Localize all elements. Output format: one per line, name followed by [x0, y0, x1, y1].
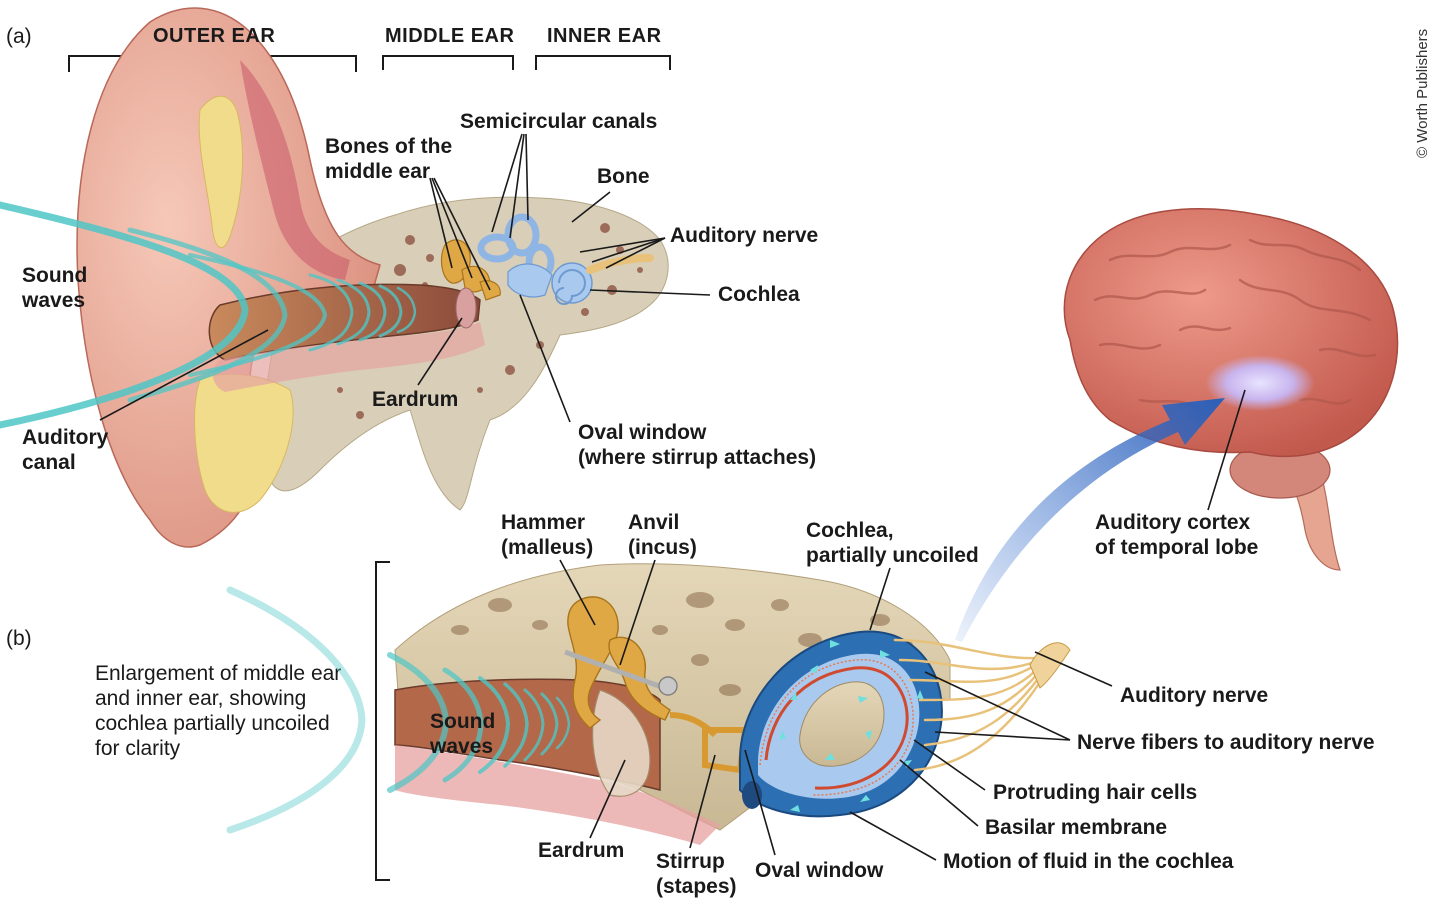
inner-ear-bracket — [535, 55, 671, 70]
auditory-nerve-leaders-a — [579, 237, 666, 269]
round-window-b — [742, 781, 762, 809]
hair-cells-label: Protruding hair cells — [993, 781, 1197, 804]
caption-line-1: Enlargement of middle ear — [95, 662, 341, 685]
hammer-label-line2: (malleus) — [501, 536, 593, 559]
caption-line-4: for clarity — [95, 737, 181, 760]
oval-window-label-a-line2: (where stirrup attaches) — [578, 446, 816, 469]
eardrum-label-b: Eardrum — [538, 839, 624, 862]
sound-waves-label-a-line1: Sound — [22, 264, 87, 287]
bones-middle-ear-label-line2: middle ear — [325, 160, 430, 183]
nerve-fibers-leaders — [924, 671, 1071, 741]
oval-window-leader-b — [744, 749, 776, 856]
stirrup-leader — [689, 754, 716, 849]
cochlea-leader-a — [589, 289, 711, 296]
cerebrum — [1063, 208, 1399, 458]
bone-leader — [571, 191, 611, 223]
auditory-nerve-b — [893, 638, 1050, 772]
auditory-cortex-leader — [1207, 389, 1246, 511]
nerve-fibers-label: Nerve fibers to auditory nerve — [1077, 731, 1375, 754]
sound-waves-b — [226, 586, 571, 834]
caption-line-2: and inner ear, showing — [95, 687, 306, 710]
fluid-motion-label: Motion of fluid in the cochlea — [943, 850, 1234, 873]
eardrum-leader-a — [417, 317, 463, 386]
panel-b: (b) Enlargement of middle ear and inner … — [6, 511, 1375, 898]
basilar-membrane-label: Basilar membrane — [985, 816, 1167, 839]
sound-waves-label-b-line2: waves — [429, 735, 493, 758]
ossicles-b — [564, 596, 749, 774]
panel-b-bracket — [375, 561, 390, 881]
auditory-canal-label-line2: canal — [22, 451, 76, 474]
cochlea-a — [507, 262, 593, 305]
stirrup-label-line2: (stapes) — [656, 875, 737, 898]
oval-window-label-a-line1: Oval window — [578, 421, 707, 444]
outer-ear-heading: OUTER EAR — [153, 25, 275, 47]
fluid-motion-leader — [849, 811, 937, 861]
auditory-canal-leader — [99, 329, 269, 421]
basilar-membrane-leader — [899, 759, 979, 827]
semicircular-leaders — [491, 133, 529, 239]
canal-lining-b — [395, 745, 720, 845]
bone-pores-b — [451, 592, 913, 696]
anvil-leader — [619, 559, 656, 666]
panel-a-letter: (a) — [6, 25, 32, 48]
stirrup-label-line1: Stirrup — [656, 850, 725, 873]
ear-muscle — [240, 60, 350, 280]
fluid-flow-arrows — [780, 640, 924, 812]
eardrum-leader-b — [589, 759, 626, 839]
cochlea-label-a: Cochlea — [718, 283, 800, 306]
eardrum-label-a: Eardrum — [372, 388, 458, 411]
auditory-cortex-highlight — [1205, 355, 1315, 411]
inner-ear-heading: INNER EAR — [547, 25, 662, 47]
cochlea-core — [799, 681, 885, 767]
cochlea-uncoiled-label-line1: Cochlea, — [806, 519, 894, 542]
eardrum-b — [592, 689, 651, 797]
bones-leaders — [429, 177, 491, 291]
ossicles-a — [440, 239, 501, 301]
middle-ear-bracket — [382, 55, 514, 70]
ear-fat-lower — [194, 373, 294, 513]
copyright-credit: © Worth Publishers — [1414, 29, 1431, 158]
auditory-canal-b — [394, 678, 661, 791]
ear-cartilage — [198, 95, 244, 249]
auditory-cortex-label-line2: of temporal lobe — [1095, 536, 1258, 559]
signal-arrow — [955, 398, 1225, 642]
bone-pores — [337, 223, 643, 419]
oval-window-label-b: Oval window — [755, 859, 884, 882]
basilar-membrane-b — [764, 666, 909, 790]
sound-waves-label-a-line2: waves — [21, 289, 85, 312]
bones-middle-ear-label-line1: Bones of the — [325, 135, 452, 158]
brain-gyri — [1093, 238, 1377, 412]
panel-a: (a) OUTER EAR MIDDLE EAR INNER EAR Sound… — [0, 7, 818, 548]
anvil-label-line1: Anvil — [628, 511, 679, 534]
sound-waves-a — [0, 201, 417, 429]
auditory-canal-label-line1: Auditory — [22, 426, 109, 449]
eardrum-a — [455, 287, 477, 329]
hammer-leader — [559, 559, 596, 626]
panel-b-letter: (b) — [6, 627, 32, 650]
hair-cells-b — [759, 659, 914, 796]
anvil-label-line2: (incus) — [628, 536, 697, 559]
auditory-nerve-label-a: Auditory nerve — [670, 224, 818, 247]
semicircular-canals-label: Semicircular canals — [460, 110, 657, 133]
auditory-cortex-label-line1: Auditory cortex — [1095, 511, 1251, 534]
hair-cells-leader — [913, 739, 986, 791]
cochlea-uncoiled-leader — [869, 567, 891, 631]
auditory-nerve-label-b: Auditory nerve — [1120, 684, 1268, 707]
middle-ear-heading: MIDDLE EAR — [385, 25, 515, 47]
cochlea-uncoiled-label-line2: partially uncoiled — [806, 544, 979, 567]
auditory-nerve-leader-b — [1034, 651, 1113, 687]
oval-window-leader-a — [519, 294, 571, 423]
bone-label: Bone — [597, 165, 650, 188]
sound-waves-label-b-line1: Sound — [430, 710, 495, 733]
caption-line-3: cochlea partially uncoiled — [95, 712, 330, 735]
hammer-label-line1: Hammer — [501, 511, 585, 534]
canal-lining — [213, 322, 485, 392]
brain-illustration — [955, 208, 1399, 642]
